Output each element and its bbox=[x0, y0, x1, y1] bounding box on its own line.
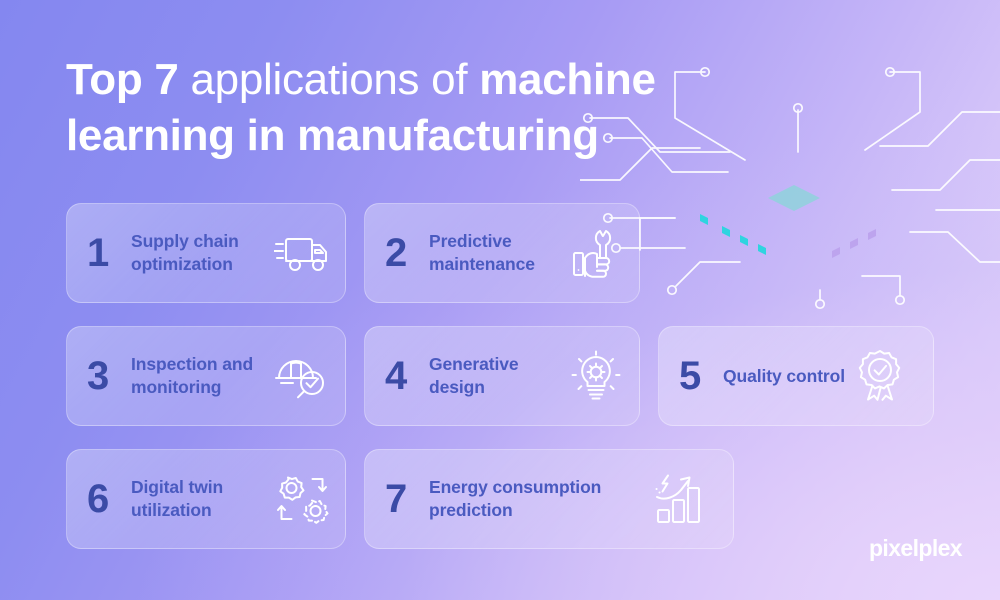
card-label: Energy consumption prediction bbox=[429, 477, 602, 520]
card-number: 1 bbox=[87, 231, 109, 275]
title-part-bold-tail: machine learning in manufacturing bbox=[66, 55, 656, 160]
application-card-7[interactable]: 7 Energy consumption prediction bbox=[364, 449, 734, 549]
application-card-3[interactable]: 3 Inspection and monitoring bbox=[66, 326, 346, 426]
card-label: Predictive maintenance bbox=[429, 231, 535, 274]
card-number: 2 bbox=[385, 231, 407, 275]
card-label: Generative design bbox=[429, 354, 519, 397]
card-label: Digital twin utilization bbox=[131, 477, 224, 520]
application-card-4[interactable]: 4 Generative design bbox=[364, 326, 640, 426]
twin-gears-sync-icon bbox=[273, 470, 331, 528]
isometric-ai-chip-illustration bbox=[580, 66, 1000, 310]
pixelplex-logo[interactable]: pixelplex bbox=[868, 535, 963, 561]
card-number: 3 bbox=[87, 354, 109, 398]
title-part-bold-lead: Top 7 bbox=[66, 55, 179, 104]
application-card-5[interactable]: 5 Quality control bbox=[658, 326, 934, 426]
page-title: Top 7 applications of machine learning i… bbox=[66, 52, 756, 164]
hardhat-magnifier-check-icon bbox=[273, 347, 331, 405]
application-card-1[interactable]: 1 Supply chain optimization bbox=[66, 203, 346, 303]
card-label: Supply chain optimization bbox=[131, 231, 239, 274]
application-card-2[interactable]: 2 Predictive maintenance bbox=[364, 203, 640, 303]
card-number: 5 bbox=[679, 354, 701, 398]
card-number: 4 bbox=[385, 354, 407, 398]
application-card-6[interactable]: 6 Digital twin utilization bbox=[66, 449, 346, 549]
card-label: Quality control bbox=[723, 365, 845, 386]
bar-chart-bolt-icon bbox=[653, 470, 711, 528]
title-part-light: applications of bbox=[178, 55, 480, 104]
lightbulb-gear-icon bbox=[567, 347, 625, 405]
card-label: Inspection and monitoring bbox=[131, 354, 254, 397]
card-number: 7 bbox=[385, 477, 407, 521]
hand-wrench-icon bbox=[567, 224, 625, 282]
award-ribbon-check-icon bbox=[851, 347, 909, 405]
delivery-truck-icon bbox=[273, 224, 331, 282]
card-number: 6 bbox=[87, 477, 109, 521]
